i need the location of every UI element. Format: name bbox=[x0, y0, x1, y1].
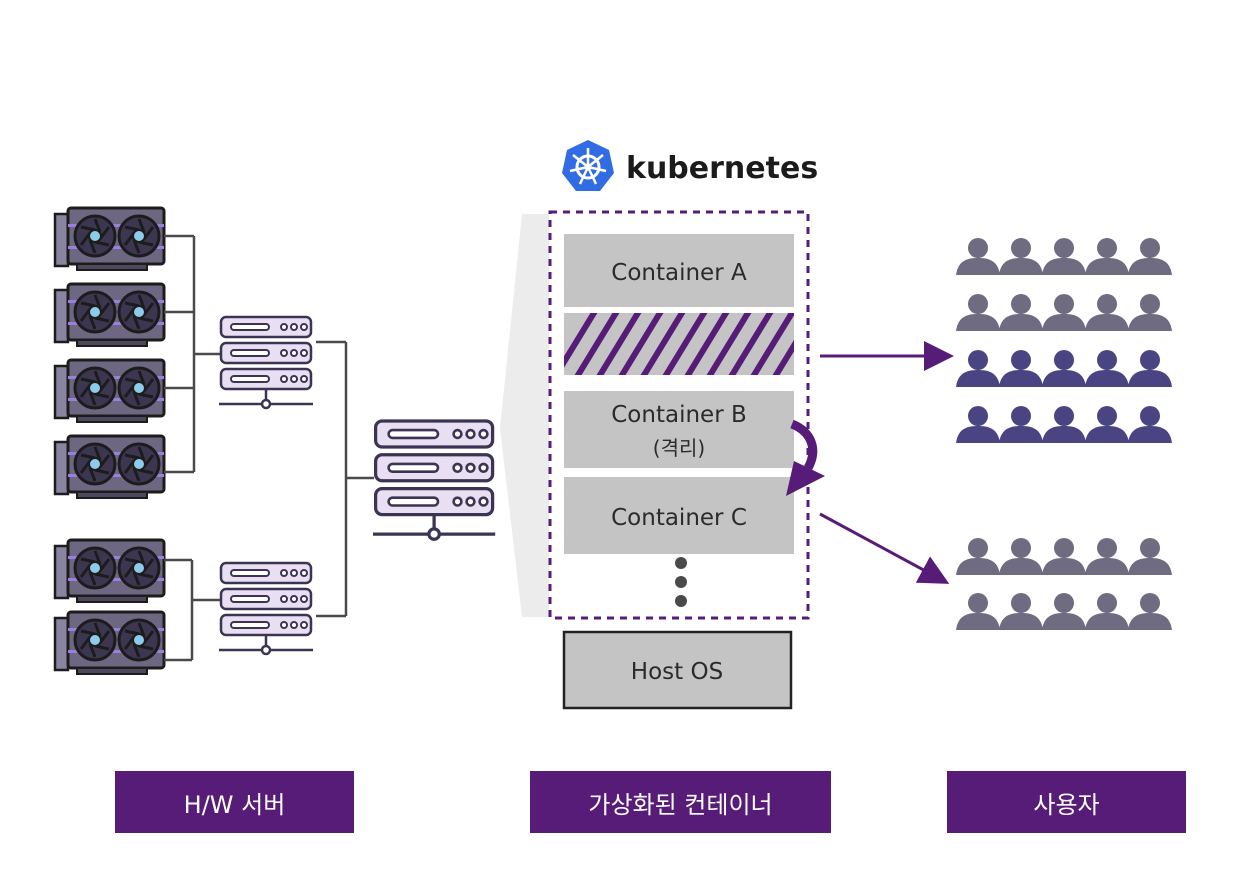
ellipsis-icon bbox=[675, 557, 687, 607]
label-hw-server: H/W 서버 bbox=[115, 771, 354, 833]
label-virtual-container: 가상화된 컨테이너 bbox=[530, 771, 831, 833]
host-os-label: Host OS bbox=[631, 659, 723, 685]
label-users: 사용자 bbox=[947, 771, 1186, 833]
gpu-card-icon bbox=[53, 538, 166, 604]
container-b-sublabel: (격리) bbox=[653, 436, 705, 460]
server-rack-icon bbox=[217, 315, 315, 410]
container-a-box bbox=[564, 234, 794, 307]
arrow-to-users-bottom bbox=[819, 512, 950, 584]
server-rack-icon bbox=[217, 561, 315, 656]
gpu-card-icon bbox=[53, 610, 166, 676]
user-group-icon bbox=[956, 238, 1172, 443]
connector-lines bbox=[164, 234, 374, 662]
gpu-card-icon bbox=[53, 282, 166, 348]
server-rack-icon bbox=[371, 419, 497, 541]
host-os-box bbox=[562, 630, 793, 710]
gpu-card-icon bbox=[53, 434, 166, 500]
container-b-box bbox=[564, 391, 794, 468]
curved-arrow-icon bbox=[786, 419, 825, 496]
hatched-block bbox=[564, 313, 794, 375]
projection-wedge bbox=[500, 214, 549, 617]
container-c-label: Container C bbox=[611, 505, 747, 531]
gpu-card-icon bbox=[53, 206, 166, 272]
kubernetes-cluster-boundary bbox=[548, 210, 810, 620]
container-b-label: Container B bbox=[611, 402, 746, 428]
kubernetes-helm-icon bbox=[562, 140, 614, 191]
container-a-label: Container A bbox=[611, 260, 747, 286]
kubernetes-logo-text: kubernetes bbox=[626, 151, 818, 186]
user-group-icon bbox=[956, 538, 1172, 630]
container-c-box bbox=[564, 477, 794, 554]
gpu-card-icon bbox=[53, 358, 166, 424]
